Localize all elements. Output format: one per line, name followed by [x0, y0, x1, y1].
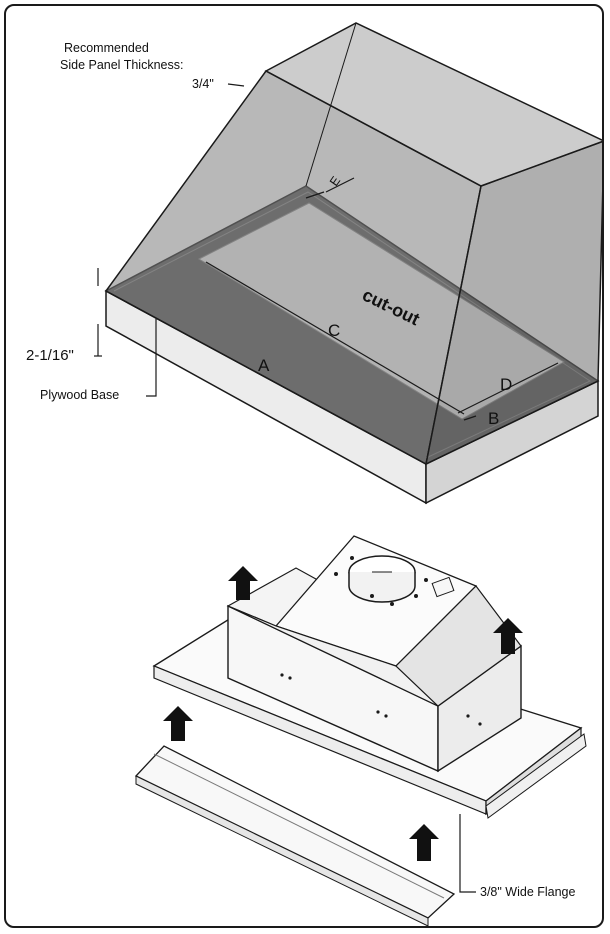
duct-collar-body	[348, 572, 416, 603]
rear-flange	[485, 733, 587, 819]
hood-insert-illustration	[134, 535, 587, 926]
screw-holes	[280, 556, 482, 726]
electrical-box	[431, 576, 455, 598]
up-arrow-icon	[493, 618, 523, 654]
plywood-base-label: Plywood Base	[40, 388, 119, 402]
lift-arrows	[163, 566, 523, 861]
front-trim-face	[135, 775, 429, 926]
insert-slope-side	[395, 585, 522, 707]
dimension-a-label: A	[258, 356, 270, 375]
recommended-label: Recommended	[64, 41, 149, 55]
hood-enclosure-illustration	[94, 22, 602, 505]
three-quarter-label: 3/4"	[192, 77, 214, 91]
up-arrow-icon	[409, 824, 439, 861]
up-arrow-icon	[228, 566, 258, 600]
dimension-d-label: D	[500, 375, 512, 394]
base-height-label: 2-1/16"	[26, 347, 74, 364]
flange-label: 3/8" Wide Flange	[480, 885, 576, 899]
side-panel-thickness-label: Side Panel Thickness:	[60, 58, 183, 72]
installation-diagram: Recommended Side Panel Thickness: 3/4" 2…	[26, 22, 602, 926]
up-arrow-icon	[163, 706, 193, 741]
diagram-frame: Recommended Side Panel Thickness: 3/4" 2…	[4, 4, 604, 928]
flange-leader	[459, 814, 476, 893]
dimension-c-label: C	[328, 321, 340, 340]
hood-shell-top-face	[264, 22, 602, 187]
dimension-b-label: B	[488, 409, 499, 428]
dimension-lines	[94, 83, 559, 421]
